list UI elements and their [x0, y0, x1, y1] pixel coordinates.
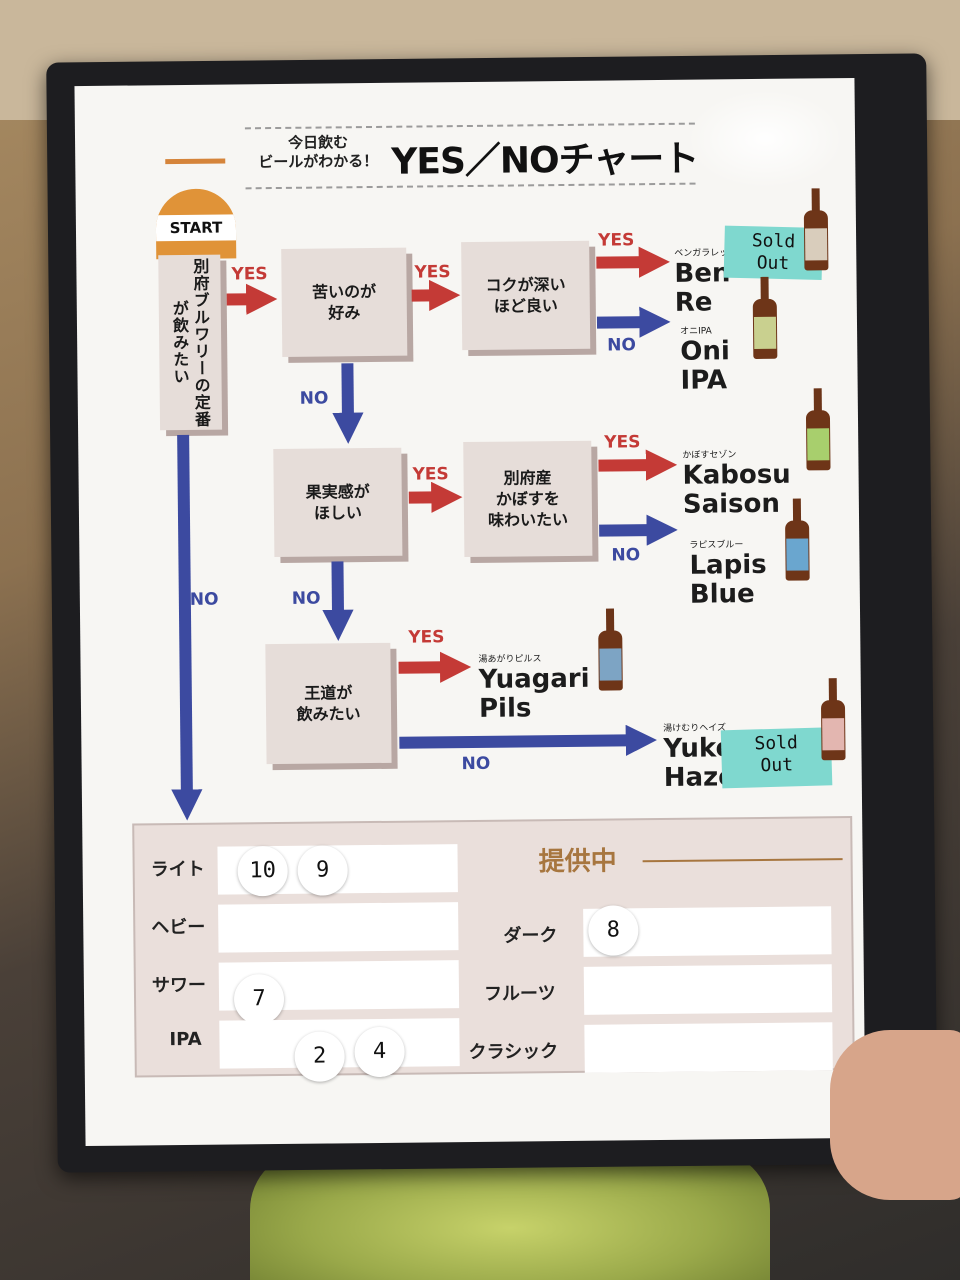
beer-name: Lapis Blue	[689, 549, 767, 610]
yes-label-q4: YES	[412, 464, 449, 485]
lap-fabric	[250, 1150, 770, 1280]
no-arrow-q5	[599, 514, 678, 546]
beer-bottle-icon	[785, 498, 810, 581]
beer-bottle-icon	[803, 188, 829, 271]
no-label-q2: NO	[299, 388, 329, 409]
no-label-q5: NO	[611, 545, 641, 566]
yes-label-q1: YES	[231, 264, 268, 285]
stock-label-dark: ダーク	[503, 925, 558, 947]
stock-label-ipa: IPA	[169, 1028, 202, 1051]
no-arrow-q4	[322, 561, 354, 641]
yes-label-q3: YES	[598, 230, 635, 251]
no-arrow-q2	[332, 363, 364, 444]
yes-label-q2: YES	[414, 262, 451, 283]
yes-label-q5: YES	[604, 432, 641, 453]
yes-arrow-q6	[398, 651, 472, 683]
yes-arrow-q5	[598, 449, 678, 481]
no-label-q3: NO	[607, 335, 637, 356]
beer-name: Oni IPA	[680, 336, 730, 396]
beer-bottle-icon	[820, 678, 846, 761]
no-label-q6: NO	[461, 753, 491, 775]
yes-arrow-q3	[596, 246, 670, 278]
stock-number-sticker: 2	[294, 1031, 345, 1082]
stock-label-heavy: ヘビー	[151, 916, 206, 939]
menu-sheet: 今日飲む ビールがわかる！ YES／NOチャート START 別府ブルワリーの定…	[74, 77, 866, 1147]
stock-number-sticker: 10	[237, 845, 288, 897]
stock-label-sour: サワー	[151, 974, 207, 997]
stock-number-sticker: 9	[297, 845, 348, 896]
stock-number-sticker: 7	[233, 973, 285, 1025]
beer-name: Yuagari Pils	[478, 663, 590, 724]
stock-number-sticker: 4	[354, 1026, 405, 1078]
stock-label-classic: クラシック	[468, 1041, 559, 1064]
stock-field-fruits	[583, 964, 833, 1015]
stock-field-classic	[584, 1022, 833, 1073]
stock-field-heavy	[218, 902, 459, 953]
no-arrow-q3	[596, 306, 671, 338]
sold-out-sticker-2: Sold Out	[720, 727, 833, 789]
stock-number-sticker: 8	[588, 905, 639, 956]
beer-bottle-icon	[752, 276, 778, 360]
stock-title: 提供中	[538, 846, 617, 878]
no-label-q1: NO	[189, 589, 219, 610]
no-label-q4: NO	[291, 588, 321, 609]
holding-hand	[830, 1030, 960, 1200]
stock-label-fruits: フルーツ	[483, 983, 556, 1005]
stock-label-light: ライト	[150, 858, 205, 881]
beer-bottle-icon	[598, 608, 623, 691]
no-arrow-q6	[399, 724, 657, 756]
beer-bottle-icon	[805, 388, 831, 471]
flow-arrows	[171, 246, 678, 821]
no-arrow-q1	[171, 434, 203, 821]
yes-label-q6: YES	[408, 627, 445, 648]
